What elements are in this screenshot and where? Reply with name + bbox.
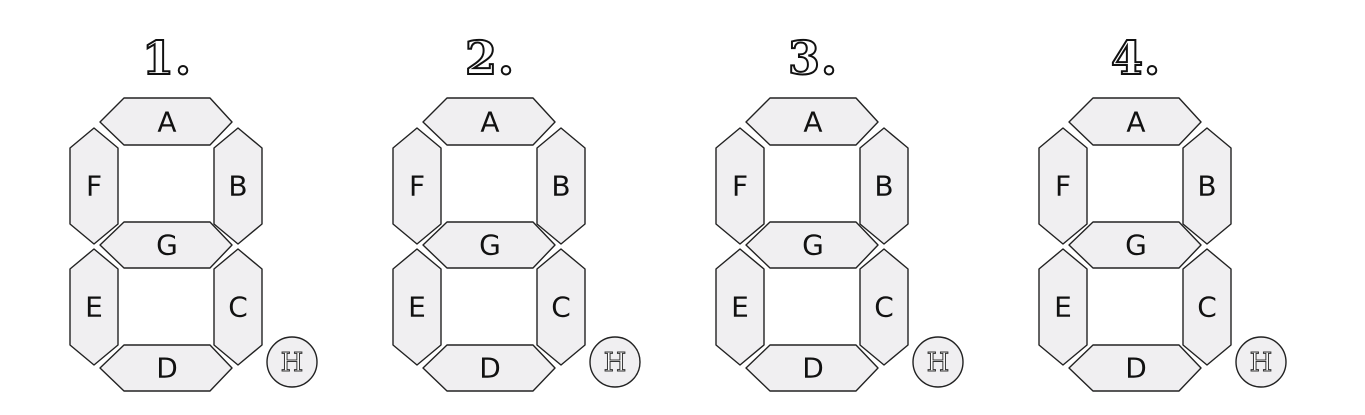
digit-3-segment-b: [859, 127, 909, 245]
digit-3-decimal-point: [912, 336, 964, 388]
digit-2-segment-c: [536, 248, 586, 366]
digit-4-segment-b-label: B: [1197, 170, 1216, 203]
digit-1-segment-g: [99, 221, 233, 269]
digit-4-segment-e: [1038, 248, 1088, 366]
digit-1-segment-f-label: F: [86, 170, 102, 203]
digit-3-segment-g-label: G: [802, 229, 824, 262]
digit-2-segment-b: [536, 127, 586, 245]
digit-4-segment-a-label: A: [1126, 106, 1145, 139]
digit-3-segment-c-label: C: [874, 291, 894, 324]
digit-1-segment-d-label: D: [156, 352, 178, 385]
digit-4-segment-g: [1068, 221, 1202, 269]
digit-3: A F B G E C D H: [715, 97, 964, 392]
digit-3-segment-a: [745, 97, 879, 146]
digit-2: A F B G E C D H: [392, 97, 641, 392]
digit-1-title: 1.: [141, 31, 193, 85]
digit-1-segment-a-label: A: [157, 106, 176, 139]
digit-2-segment-e-label: E: [408, 291, 426, 324]
digit-2-segment-g: [422, 221, 556, 269]
digit-4-segment-g-label: G: [1125, 229, 1147, 262]
digit-4-segment-d: [1068, 344, 1202, 392]
digit-1-segment-b-label: B: [228, 170, 247, 203]
digit-1-decimal-point-label: H: [281, 348, 304, 378]
digit-4-segment-f-label: F: [1055, 170, 1071, 203]
digit-2-segment-f: [392, 127, 442, 245]
digit-2-decimal-point: [589, 336, 641, 388]
digit-3-segment-e-label: E: [731, 291, 749, 324]
digit-1-decimal-point: [266, 336, 318, 388]
digit-1-segment-c: [213, 248, 263, 366]
digit-3-segment-a-label: A: [803, 106, 822, 139]
digit-3-segment-g: [745, 221, 879, 269]
digit-2-segment-a-label: A: [480, 106, 499, 139]
digit-2-segment-e: [392, 248, 442, 366]
digit-3-segment-f-label: F: [732, 170, 748, 203]
digit-3-segment-c: [859, 248, 909, 366]
digit-1-segment-d: [99, 344, 233, 392]
digit-2-segment-f-label: F: [409, 170, 425, 203]
digit-3-segment-d-label: D: [802, 352, 824, 385]
digit-4-segment-f: [1038, 127, 1088, 245]
digit-3-segment-e: [715, 248, 765, 366]
digit-4-segment-e-label: E: [1054, 291, 1072, 324]
digit-2-segment-g-label: G: [479, 229, 501, 262]
digit-2-segment-d: [422, 344, 556, 392]
digit-1-segment-e: [69, 248, 119, 366]
digit-3-segment-b-label: B: [874, 170, 893, 203]
digit-4-title: 4.: [1110, 31, 1162, 85]
digit-2-segment-a: [422, 97, 556, 146]
digit-1-segment-f: [69, 127, 119, 245]
digit-4-decimal-point-label: H: [1250, 348, 1273, 378]
digit-2-segment-d-label: D: [479, 352, 501, 385]
digit-3-segment-d: [745, 344, 879, 392]
digit-1-segment-a: [99, 97, 233, 146]
digit-1-segment-e-label: E: [85, 291, 103, 324]
digit-4-decimal-point: [1235, 336, 1287, 388]
digit-2-decimal-point-label: H: [604, 348, 627, 378]
digit-3-decimal-point-label: H: [927, 348, 950, 378]
digit-2-segment-c-label: C: [551, 291, 571, 324]
digit-2-segment-b-label: B: [551, 170, 570, 203]
digit-1-segment-b: [213, 127, 263, 245]
digit-1: A F B G E C D H: [69, 97, 318, 392]
digit-4-segment-b: [1182, 127, 1232, 245]
digit-4: A F B G E C D H: [1038, 97, 1287, 392]
digit-1-segment-c-label: C: [228, 291, 248, 324]
digit-2-title: 2.: [464, 31, 516, 85]
digit-4-segment-c-label: C: [1197, 291, 1217, 324]
digit-4-segment-c: [1182, 248, 1232, 366]
digit-4-segment-d-label: D: [1125, 352, 1147, 385]
digit-1-segment-g-label: G: [156, 229, 178, 262]
digit-3-title: 3.: [787, 31, 839, 85]
digit-4-segment-a: [1068, 97, 1202, 146]
digit-3-segment-f: [715, 127, 765, 245]
